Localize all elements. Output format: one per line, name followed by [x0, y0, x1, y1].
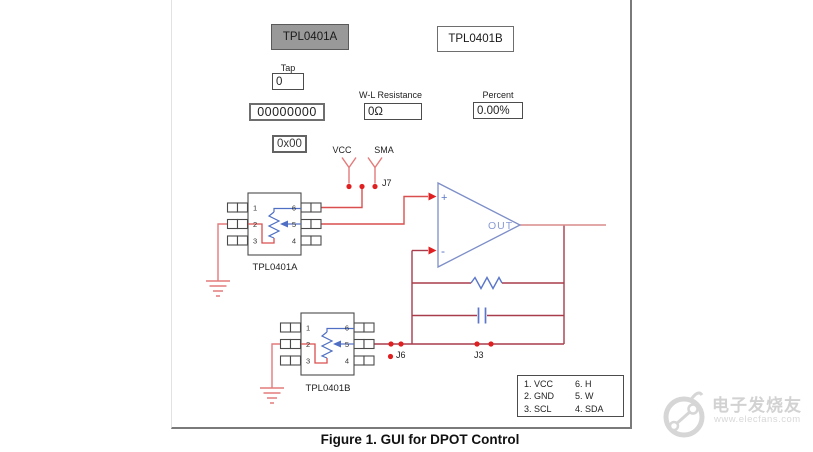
svg-text:4: 4 — [345, 357, 349, 366]
j7-pin-dot[interactable] — [372, 183, 378, 190]
ground-b-symbol — [260, 343, 284, 404]
chip-a-symbol: 1 2 3 6 5 4 — [226, 192, 322, 256]
hex-code-field[interactable]: 0x00 — [272, 135, 307, 153]
percent-field[interactable]: 0.00% — [473, 102, 523, 119]
j3-pin-dot[interactable] — [474, 341, 480, 347]
chip-b-symbol: 1 2 3 6 5 4 — [279, 312, 375, 376]
binary-code-field[interactable]: 00000000 — [249, 103, 325, 121]
svg-text:4: 4 — [292, 237, 296, 246]
svg-text:3: 3 — [253, 237, 257, 246]
watermark-brand-text: 电子发烧友 — [712, 396, 802, 415]
plus-input-arrow-icon — [428, 192, 437, 201]
svg-text:6: 6 — [345, 324, 349, 333]
minus-input-arrow-icon — [428, 246, 437, 255]
svg-text:1: 1 — [253, 204, 257, 213]
watermark-url-text: www.elecfans.com — [714, 414, 801, 425]
pin-legend-box: 1. VCC 2. GND 3. SCL 6. H 5. W 4. SDA — [517, 375, 624, 417]
svg-text:1: 1 — [306, 324, 310, 333]
opamp-minus-sign: - — [441, 244, 445, 258]
feedback-resistor-symbol — [470, 276, 503, 290]
elecfans-logo-icon — [663, 391, 705, 438]
wl-resistance-label: W-L Resistance — [359, 90, 423, 100]
j6-pin-dot[interactable] — [387, 353, 394, 360]
sma-connector-icon — [367, 157, 383, 184]
wl-resistance-field[interactable]: 0Ω — [364, 103, 422, 120]
j7-label: J7 — [382, 178, 392, 188]
chip-b-name: TPL0401B — [305, 383, 351, 394]
svg-text:2: 2 — [253, 220, 257, 229]
chip-a-name: TPL0401A — [252, 262, 298, 273]
feedback-wires — [374, 225, 565, 345]
vcc-connector-icon — [341, 157, 357, 184]
tpl0401a-button[interactable]: TPL0401A — [271, 24, 349, 50]
sma-label: SMA — [374, 145, 394, 155]
vcc-label: VCC — [332, 145, 352, 155]
wiper-arrow-icon — [333, 340, 341, 348]
legend-entry: 3. SCL — [524, 403, 552, 414]
tap-field[interactable]: 0 — [272, 73, 304, 90]
j6-pin-dot[interactable] — [398, 341, 404, 347]
svg-text:2: 2 — [306, 340, 310, 349]
percent-label: Percent — [482, 90, 514, 100]
j6-pin-dot[interactable] — [388, 341, 394, 347]
svg-text:6: 6 — [292, 204, 296, 213]
figure-caption: Figure 1. GUI for DPOT Control — [320, 432, 520, 447]
legend-entry: 5. W — [575, 391, 594, 402]
signal-wires — [321, 188, 428, 225]
opamp-out-label: OUT — [488, 220, 513, 232]
j7-pin-dot[interactable] — [359, 183, 365, 190]
j7-pin-dot[interactable] — [346, 183, 352, 190]
legend-entry: 6. H — [575, 379, 592, 389]
svg-text:3: 3 — [306, 357, 310, 366]
opamp-symbol: + - OUT — [437, 181, 522, 269]
legend-entry: 1. VCC — [524, 379, 554, 389]
legend-entry: 2. GND — [524, 391, 555, 402]
tap-label: Tap — [280, 63, 296, 73]
ground-a-symbol — [206, 223, 230, 297]
wiper-arrow-icon — [280, 220, 288, 228]
opamp-plus-sign: + — [441, 192, 447, 204]
j3-label: J3 — [474, 350, 484, 360]
j3-pin-dot[interactable] — [488, 341, 494, 347]
legend-entry: 4. SDA — [575, 403, 604, 414]
elecfans-watermark: 电子发烧友 www.elecfans.com — [660, 381, 813, 451]
tpl0401b-button[interactable]: TPL0401B — [437, 26, 514, 52]
feedback-capacitor-symbol — [477, 307, 487, 324]
j6-label: J6 — [396, 350, 406, 360]
svg-text:5: 5 — [345, 340, 349, 349]
svg-text:5: 5 — [292, 220, 296, 229]
